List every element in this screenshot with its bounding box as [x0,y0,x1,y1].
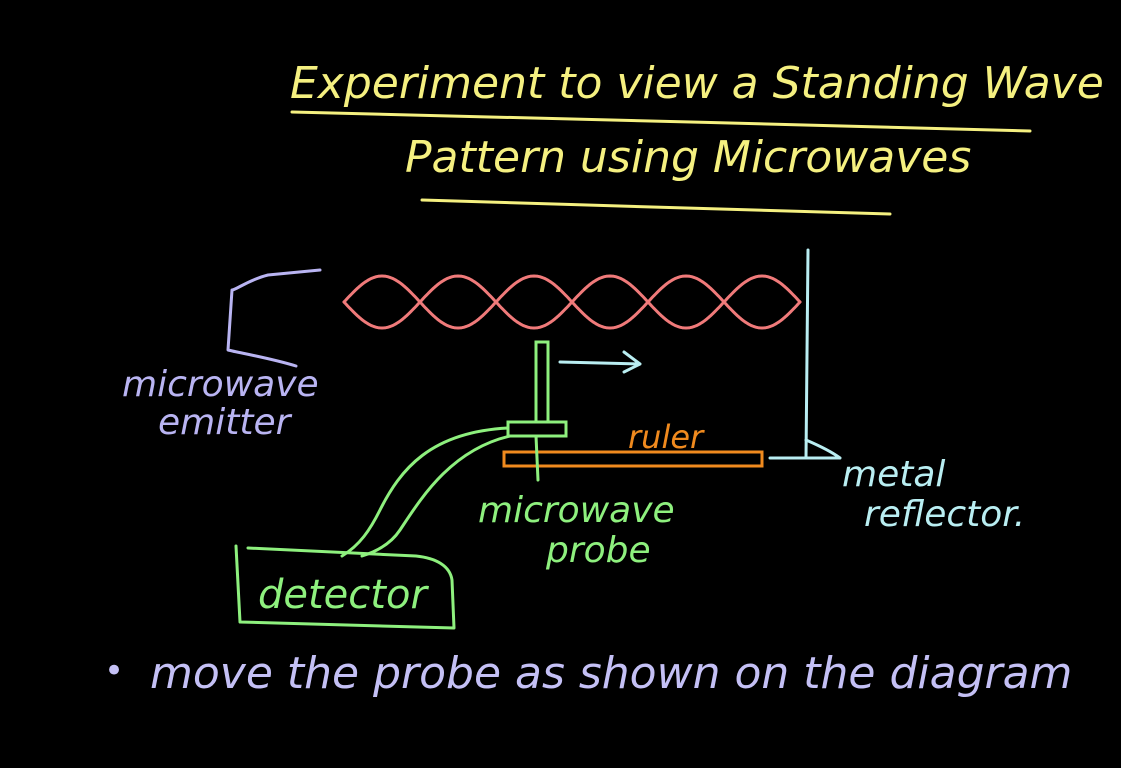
metal-reflector: metal reflector. [768,248,1025,535]
detector-box [234,544,456,630]
emitter-label-line-2: emitter [158,402,293,443]
probe-cable [340,426,512,558]
microwave-probe: microwave probe [478,340,675,571]
cable-line-2 [360,434,512,558]
emitter-horn [226,268,322,368]
direction-arrow [558,350,642,374]
probe-label-line-1: microwave [478,490,675,531]
ruler: ruler [502,418,764,468]
reflector-label-line-1: metal [842,454,945,495]
title-underline-2 [420,198,892,216]
note-bullet: • [104,651,124,691]
reflector-stand [768,438,842,460]
detector: detector [234,544,456,630]
standing-wave-lower [342,274,802,330]
reflector-plate [804,248,810,460]
probe-rod [534,340,550,424]
probe-label-line-2: probe [545,530,651,571]
reflector-label-line-2: reflector. [864,494,1025,535]
arrow-right-icon [558,350,642,374]
microwave-emitter: microwave emitter [122,268,322,443]
cable-line-1 [340,426,510,558]
emitter-label-line-1: microwave [122,364,319,405]
instruction-note: • move the probe as shown on the diagram [104,648,1072,699]
title-line-2: Pattern using Microwaves [405,132,971,183]
ruler-label: ruler [628,418,705,456]
standing-wave [342,274,802,330]
note-text: move the probe as shown on the diagram [150,648,1072,699]
title-underline-1 [290,110,1032,133]
probe-base [506,420,568,438]
ruler-bar [502,450,764,468]
title-line-1: Experiment to view a Standing Wave [290,58,1104,109]
title-group: Experiment to view a Standing Wave Patte… [290,58,1104,216]
probe-stem [534,434,540,482]
detector-label: detector [258,572,429,618]
